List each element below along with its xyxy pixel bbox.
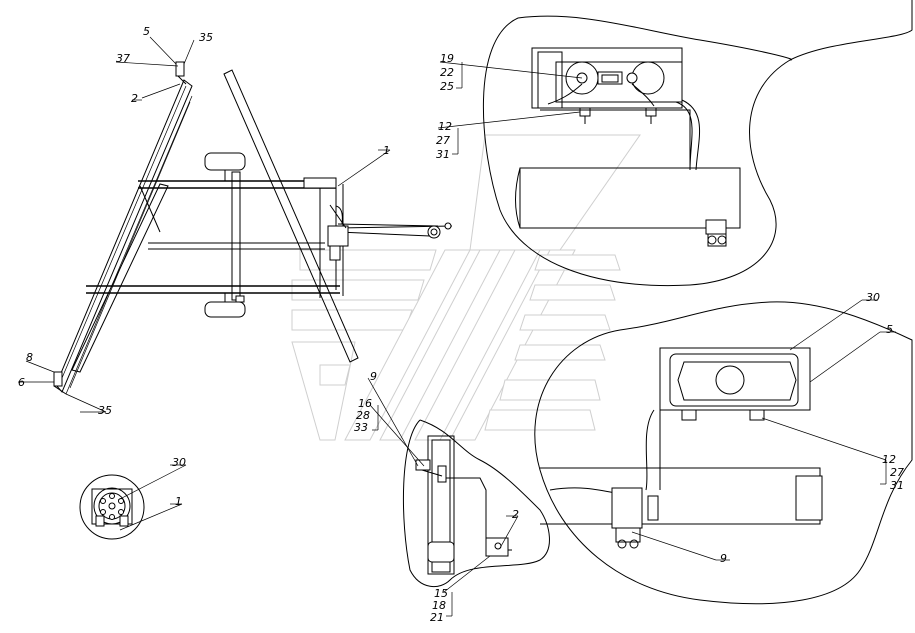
label-6: 6	[18, 376, 25, 389]
label-25: 25	[440, 80, 454, 93]
label-2-center: 2	[512, 508, 519, 521]
label-35-top: 35	[199, 31, 213, 44]
label-31-top: 31	[436, 148, 450, 161]
label-21: 21	[430, 611, 444, 624]
watermark-logo	[291, 134, 641, 441]
trailer-main-view	[53, 61, 453, 395]
label-31-right: 31	[890, 479, 904, 492]
label-22: 22	[440, 66, 454, 79]
lamp-detail-bottom	[534, 301, 913, 605]
label-33: 33	[354, 421, 368, 434]
label-15: 15	[434, 587, 448, 600]
label-28: 28	[356, 409, 370, 422]
label-12-right: 12	[882, 453, 896, 466]
label-5-right: 5	[886, 323, 893, 336]
label-35-bottom: 35	[98, 404, 112, 417]
label-30-right: 30	[866, 291, 880, 304]
label-9-right: 9	[720, 552, 727, 565]
label-2-left: 2	[131, 92, 138, 105]
part-labels: 5 35 37 2 1 8 6 35 30 1 19 22 25 12 27 3…	[18, 25, 904, 624]
label-12-top: 12	[438, 120, 452, 133]
socket-detail	[79, 474, 145, 540]
label-5-top: 5	[143, 25, 150, 38]
label-8: 8	[26, 351, 33, 364]
label-1-bottom: 1	[175, 495, 182, 508]
label-37: 37	[116, 52, 130, 65]
label-9-center: 9	[370, 370, 377, 383]
label-1-top: 1	[383, 144, 390, 157]
label-27-right: 27	[890, 466, 904, 479]
label-18: 18	[432, 599, 446, 612]
lamp-detail-top	[483, 0, 913, 287]
leader-lines	[18, 36, 896, 617]
label-27-top: 27	[436, 134, 450, 147]
label-30-left: 30	[172, 456, 186, 469]
bracket-section-detail	[402, 419, 550, 588]
label-19: 19	[440, 52, 454, 65]
label-16: 16	[358, 397, 372, 410]
